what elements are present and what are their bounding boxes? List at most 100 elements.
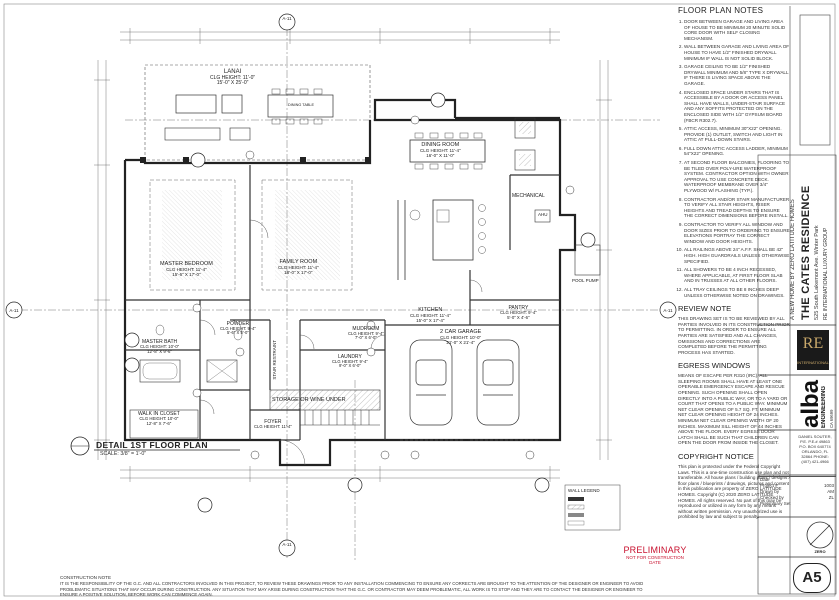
room-dining: DINING ROOM CLG HEIGHT: 11'-4" 16'-0" X … <box>420 142 461 158</box>
room-size: 15'-6" X 17'-0" <box>172 272 201 277</box>
note-item: FULL DOWN ATTIC ACCESS LADDER, MINIMUM 5… <box>684 146 790 157</box>
room-name: POWDER <box>226 321 250 327</box>
note-item: ALL SHOWERS TO BE 4 INCH RECESSED, WHERE… <box>684 267 790 284</box>
family-room-tray <box>261 179 353 291</box>
note-item: DOOR BETWEEN GARAGE AND LIVING AREA OF H… <box>684 19 790 41</box>
callout-numbers: A-11 A-11 A-11 A-11 <box>9 16 673 547</box>
note-item: WALL BETWEEN GARAGE AND LIVING AREA OF H… <box>684 44 790 61</box>
lanai-sofa <box>175 94 217 114</box>
room-ceiling: CLG HEIGHT: 11'-4" <box>278 265 319 270</box>
room-name: KITCHEN <box>418 307 443 313</box>
project-line: A NEW HOME BY ZERO LATITUDE HOMES <box>790 199 796 320</box>
drawing-title: DETAIL 1ST FLOOR PLAN <box>96 440 208 450</box>
dining-chairs <box>414 132 483 170</box>
room-name: LAUNDRY <box>337 354 362 360</box>
closet-shelving <box>129 409 199 439</box>
pool-equipment-2 <box>514 149 536 171</box>
stair-label: STAIR RESTRAINT <box>272 340 277 380</box>
room-powder: POWDER CLG HEIGHT: 9'-4" 5'-6" X 5'-0" <box>220 322 256 336</box>
room-size: 18'-0" X 17'-0" <box>284 270 313 275</box>
room-ceiling: CLG HEIGHT: 11'-4" <box>420 148 461 153</box>
zero-logo-circle <box>806 521 834 549</box>
room-ceiling: CLG HEIGHT: 11'-4" <box>166 267 207 272</box>
room-walk-in-closet: WALK IN CLOSET CLG HEIGHT: 10'-0" 12'-8"… <box>138 412 180 426</box>
room-size: 9'-0" X 6'-0" <box>339 363 361 369</box>
construction-note-heading: CONSTRUCTION NOTE <box>60 575 112 580</box>
room-size: 5'-0" X 4'-6" <box>507 314 530 320</box>
room-garage: 2 CAR GARAGE CLG HEIGHT: 10'-0" 21'-0" X… <box>440 329 482 345</box>
room-name: DINING ROOM <box>421 142 460 148</box>
room-lanai: LANAI CLG HEIGHT: 11'-0" 15'-0" X 25'-0" <box>210 69 256 87</box>
date-text: DATE <box>649 560 661 565</box>
note-item: ATTIC ACCESS, MINIMUM 30"X22" OPENING. P… <box>684 126 790 143</box>
wall-legend-label: WALL LEGEND <box>568 488 600 493</box>
room-size: 15'-0" X 17'-4" <box>416 318 445 323</box>
re-logo-sub: INTERNATIONAL <box>797 360 829 365</box>
master-bed-rug <box>162 190 222 280</box>
dining-table-label: DINING TABLE <box>288 103 315 107</box>
copyright-heading: COPYRIGHT NOTICE <box>678 452 754 461</box>
note-item: CONTRACTOR TO VERIFY ALL WINDOW AND DOOR… <box>684 222 790 244</box>
note-item: CONTRACTOR AND/OR STAIR MANUFACTURER TO … <box>684 197 790 219</box>
pool-pump-pad <box>574 244 601 276</box>
svg-text:A-11: A-11 <box>663 308 673 313</box>
garage-car-right <box>476 339 520 426</box>
copyright-text: This plan is protected under the Federal… <box>678 464 790 520</box>
note-item: ALL RAILINGS ABOVE 24" A.F.F. SHALL BE 4… <box>684 247 790 264</box>
engineer-contact: DANIEL SOUTER, P.E. P.E.# 49863 P.O. BOX… <box>798 434 832 464</box>
pool-pump-label: POOL PUMP <box>572 278 599 283</box>
re-logo: RE <box>802 335 824 352</box>
lanai-kitchen <box>164 127 221 141</box>
room-name: PANTRY <box>508 305 529 311</box>
room-number-tags <box>192 115 575 460</box>
review-note-text: THIS DRAWING SET IS TO BE REVIEWED BY AL… <box>678 316 790 355</box>
re-logo-box <box>797 330 829 370</box>
construction-note: CONSTRUCTION NOTE IT IS THE RESPONSIBILI… <box>60 575 660 597</box>
svg-text:A-11: A-11 <box>9 308 19 313</box>
kitchen-sink <box>436 209 450 223</box>
room-name: FOYER <box>264 419 282 425</box>
room-size: 21'-0" X 21'-4" <box>446 340 475 345</box>
svg-text:A-11: A-11 <box>282 542 292 547</box>
room-family: FAMILY ROOM CLG HEIGHT: 11'-4" 18'-0" X … <box>278 259 319 275</box>
family-room-rug <box>275 190 340 280</box>
grid-lines <box>20 28 660 560</box>
wall-legend-box <box>564 484 621 531</box>
notes-column: FLOOR PLAN NOTES DOOR BETWEEN GARAGE AND… <box>672 6 790 594</box>
toilets <box>155 324 243 341</box>
note-item: GARAGE CEILING TO BE 1/2" FINISHED DRYWA… <box>684 64 790 86</box>
room-ceiling: CLG HEIGHT: 11'-0" <box>210 74 256 81</box>
room-size: 12'-8" X 7'-6" <box>146 420 172 426</box>
room-size: 15'-0" X 25'-0" <box>216 80 249 86</box>
stair-treads <box>300 410 380 426</box>
room-name: MECHANICAL <box>512 193 545 199</box>
room-name: 2 CAR GARAGE <box>440 329 482 335</box>
island-stools <box>478 204 486 254</box>
room-laundry: LAUNDRY CLG HEIGHT: 9'-4" 9'-0" X 6'-0" <box>332 355 368 369</box>
lanai-outline <box>144 64 371 161</box>
project-name: THE CATES RESIDENCE <box>800 185 812 320</box>
room-size: 5'-6" X 5'-0" <box>227 330 249 336</box>
svg-text:A-11: A-11 <box>282 16 292 21</box>
master-bedroom-tray <box>149 179 236 291</box>
floor-plan-notes-list: DOOR BETWEEN GARAGE AND LIVING AREA OF H… <box>672 19 790 298</box>
room-kitchen: KITCHEN CLG HEIGHT: 11'-4" 15'-0" X 17'-… <box>410 307 451 323</box>
field-project-number: Project #1003 <box>760 483 834 488</box>
room-name: MUDROOM <box>352 326 380 332</box>
room-ceiling: CLG HEIGHT: 9'-4" <box>332 358 368 364</box>
room-mechanical: MECHANICAL <box>512 193 545 199</box>
room-foyer: FOYER CLG HEIGHT: 11'-4" <box>254 420 292 429</box>
room-ceiling: CLG HEIGHT: 9'-4" <box>348 330 384 336</box>
egress-heading: EGRESS WINDOWS <box>678 361 751 371</box>
review-note-heading: REVIEW NOTE <box>678 304 732 314</box>
room-name: FAMILY ROOM <box>279 259 318 265</box>
column-markers <box>140 157 371 163</box>
ahu-label: AHU <box>538 212 548 217</box>
garage-car-left <box>409 339 453 426</box>
room-name: MASTER BATH <box>141 339 178 345</box>
sheet-border <box>3 3 836 597</box>
room-name: WALK IN CLOSET <box>138 411 180 417</box>
